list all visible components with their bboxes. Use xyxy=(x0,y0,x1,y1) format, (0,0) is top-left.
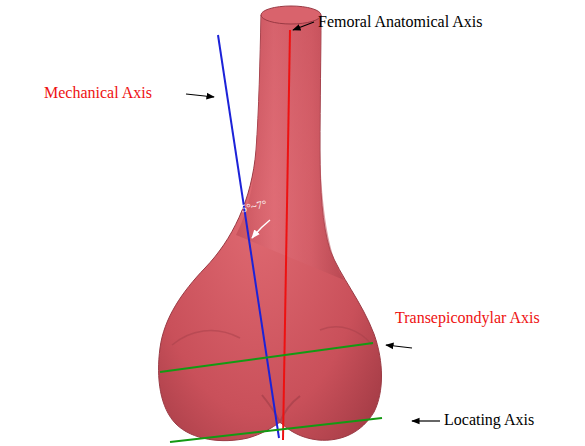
axis-label: Mechanical Axis xyxy=(44,85,152,101)
femur-top-cut xyxy=(261,6,321,24)
angle-label: 5°~7° xyxy=(240,198,267,214)
angle-arrow xyxy=(252,220,270,238)
axis-label: Femoral Anatomical Axis xyxy=(318,14,482,30)
leader-arrow xyxy=(293,22,314,30)
anatomical-axis xyxy=(283,30,290,440)
femur-bone xyxy=(159,15,382,441)
mechanical-axis xyxy=(218,35,279,438)
leader-arrow xyxy=(386,345,412,348)
axis-label: Locating Axis xyxy=(444,412,534,428)
condyle-shade xyxy=(172,331,240,345)
axis-label: Transepicondylar Axis xyxy=(395,310,540,326)
condyle-shade xyxy=(320,327,372,345)
leader-arrow xyxy=(186,94,214,97)
transepicondylar-axis xyxy=(160,343,373,372)
locating-axis xyxy=(170,418,382,442)
leader-arrow xyxy=(412,420,440,421)
condyle-notch xyxy=(262,395,300,422)
